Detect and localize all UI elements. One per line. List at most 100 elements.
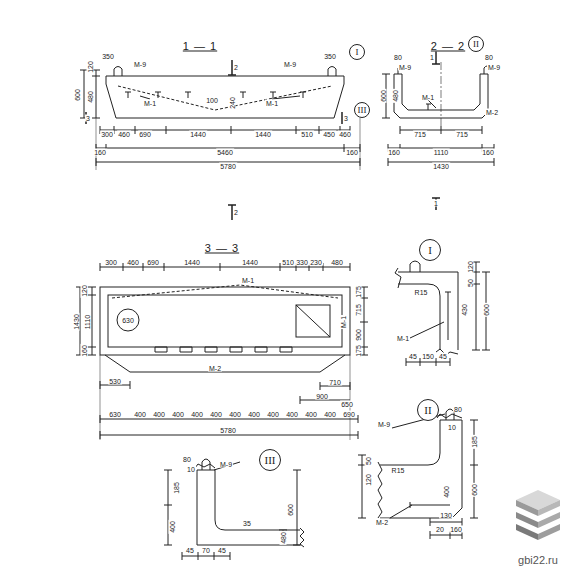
part-mark: M-2: [208, 365, 222, 372]
dimension-value: 35: [242, 520, 252, 527]
dimension-value: 350: [323, 53, 337, 60]
dimension-value: 480: [392, 89, 399, 103]
dimension-value: 400: [190, 411, 204, 418]
detail-callout-circle: II: [417, 399, 439, 421]
part-mark: M-2: [375, 519, 389, 526]
dimension-value: 400: [169, 520, 176, 534]
dimension-value: 175: [355, 344, 362, 358]
dimension-value: 400: [152, 411, 166, 418]
dimension-value: 160: [387, 149, 401, 156]
dimension-value: 45: [217, 547, 227, 554]
part-mark: M-9: [133, 61, 147, 68]
dimension-value: 400: [133, 411, 147, 418]
part-mark: M-9: [487, 64, 501, 71]
dimension-value: 120: [87, 60, 94, 74]
callout-numeral: III: [265, 455, 276, 466]
dimension-value: 715: [355, 303, 362, 317]
detail-callout-circle: II: [468, 36, 484, 52]
part-mark: M-9: [283, 61, 297, 68]
part-mark: M-1: [143, 100, 157, 107]
detail-callout-circle: III: [354, 102, 370, 118]
dimension-value: 600: [380, 89, 387, 103]
dimension-value: 510: [300, 131, 314, 138]
dimension-value: 70: [201, 547, 211, 554]
dimension-value: 400: [228, 411, 242, 418]
section-title: 1 — 1: [182, 41, 218, 52]
detail-callout-circle: I: [419, 239, 441, 261]
dimension-value: 600: [483, 303, 490, 317]
dimension-value: 450: [322, 131, 336, 138]
part-mark: M-1: [396, 335, 410, 342]
dimension-value: 480: [280, 531, 287, 545]
section-title: 3 — 3: [204, 243, 240, 254]
dimension-value: 600: [471, 483, 478, 497]
radius-note: R15: [414, 289, 429, 296]
dimension-value: 80: [182, 456, 192, 463]
section-mark: 1: [429, 54, 435, 61]
part-mark: M-1: [265, 100, 279, 107]
dimension-value: 650: [340, 401, 354, 408]
dimension-value: 5780: [219, 427, 237, 434]
dimension-value: 900: [355, 328, 362, 342]
dimension-value: 690: [146, 259, 160, 266]
dimension-value: 1440: [189, 131, 207, 138]
section-mark: 2: [233, 64, 239, 71]
dimension-value: 715: [455, 131, 469, 138]
dimension-value: 430: [461, 303, 468, 317]
part-mark: M-9: [398, 64, 412, 71]
dimension-value: 10: [447, 424, 457, 431]
dimension-value: 400: [443, 485, 450, 499]
dimension-value: 630: [121, 317, 135, 324]
dimension-value: 715: [413, 131, 427, 138]
dimension-value: 530: [108, 378, 122, 385]
dimension-value: 1430: [73, 313, 80, 331]
dimension-value: 185: [173, 481, 180, 495]
dimension-value: 400: [285, 411, 299, 418]
dimension-value: 80: [484, 54, 494, 61]
dimension-value: 710: [328, 379, 342, 386]
dimension-value: 10: [186, 466, 196, 473]
dimension-value: 120: [467, 260, 474, 274]
dimension-value: 160: [93, 149, 107, 156]
dimension-value: 45: [408, 353, 418, 360]
callout-numeral: I: [428, 245, 432, 256]
dimension-value: 300: [100, 131, 114, 138]
dimension-value: 80: [453, 406, 463, 413]
dimension-value: 690: [138, 131, 152, 138]
dimension-value: 600: [287, 503, 294, 517]
dimension-value: 330: [295, 259, 309, 266]
part-mark: M-1: [340, 315, 347, 329]
part-mark: M-9: [219, 461, 233, 468]
dimension-value: 160: [481, 149, 495, 156]
dimension-value: 400: [209, 411, 223, 418]
dimension-value: 50: [467, 278, 474, 288]
dimension-value: 160: [81, 344, 88, 358]
part-mark: M-1: [241, 277, 255, 284]
callout-numeral: I: [356, 48, 359, 57]
dimension-value: 460: [338, 131, 352, 138]
dimension-value: 300: [104, 259, 118, 266]
dimension-value: 1440: [183, 259, 201, 266]
detail-callout-circle: I: [349, 44, 365, 60]
dimension-value: 45: [185, 547, 195, 554]
dimension-value: 80: [393, 54, 403, 61]
dimension-value: 100: [205, 97, 219, 104]
dimension-value: 185: [471, 435, 478, 449]
dimension-value: 20: [435, 526, 445, 533]
dimension-value: 5780: [219, 163, 237, 170]
dimension-value: 150: [421, 353, 435, 360]
part-mark: M-2: [485, 109, 499, 116]
dimension-value: 1110: [433, 149, 450, 156]
dimension-value: 400: [266, 411, 280, 418]
dimension-value: 130: [439, 512, 453, 519]
dimension-value: 630: [108, 411, 122, 418]
detail-callout-circle: III: [259, 449, 281, 471]
dimension-value: 240: [229, 96, 236, 110]
dimension-value: 480: [330, 259, 344, 266]
dimension-value: 400: [304, 411, 318, 418]
dimension-value: 510: [281, 259, 295, 266]
dimension-value: 120: [365, 473, 372, 487]
dimension-value: 45: [438, 353, 448, 360]
dimension-value: 160: [345, 149, 359, 156]
